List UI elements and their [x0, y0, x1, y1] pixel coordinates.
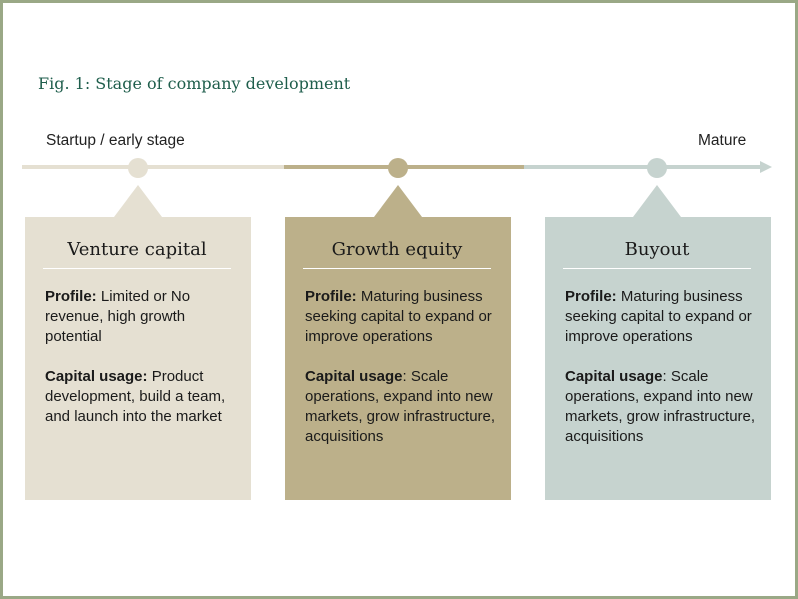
stage-card-buyout: Buyout Profile: Maturing business seekin… [545, 217, 771, 500]
pointer-venture [114, 185, 162, 217]
stage-marker-buyout [647, 158, 667, 178]
arrow-head-icon [760, 161, 772, 173]
timeline-segment-buyout [524, 165, 762, 169]
axis-start-label: Startup / early stage [46, 132, 185, 149]
timeline-segment-venture [22, 165, 284, 169]
stage-capital-usage: Capital usage: Scale operations, expand … [305, 368, 496, 445]
pointer-growth [374, 185, 422, 217]
stage-profile: Profile: Maturing business seeking capit… [305, 288, 492, 345]
axis-end-label: Mature [698, 132, 747, 149]
stage-profile: Profile: Limited or No revenue, high gro… [45, 288, 191, 345]
figure-title: Fig. 1: Stage of company development [38, 74, 351, 93]
stage-marker-venture [128, 158, 148, 178]
stage-title: Buyout [563, 239, 751, 269]
pointer-buyout [633, 185, 681, 217]
stage-title: Growth equity [303, 239, 491, 269]
stage-title: Venture capital [43, 239, 231, 269]
stage-marker-growth [388, 158, 408, 178]
stage-card-growth: Growth equity Profile: Maturing business… [285, 217, 511, 500]
stage-capital-usage: Capital usage: Scale operations, expand … [565, 368, 756, 445]
stage-card-venture: Venture capital Profile: Limited or No r… [25, 217, 251, 500]
stage-capital-usage: Capital usage: Product development, buil… [45, 368, 226, 425]
stage-profile: Profile: Maturing business seeking capit… [565, 288, 752, 345]
